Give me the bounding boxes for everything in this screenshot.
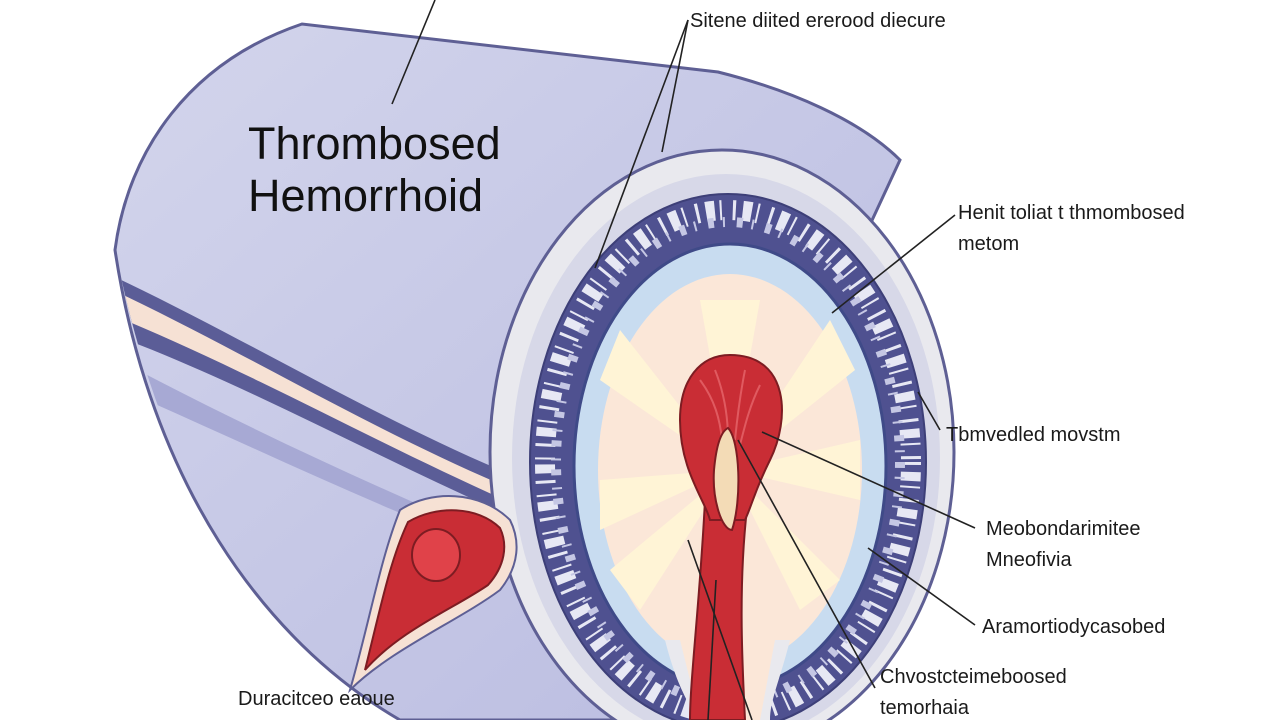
leader-title bbox=[391, 0, 436, 105]
muscle-pattern-2 bbox=[551, 217, 905, 707]
label-right-lower: Meobondarimitee Mneofivia bbox=[986, 514, 1141, 576]
leader-top-center-2 bbox=[661, 19, 689, 153]
leader-top-center bbox=[594, 19, 689, 269]
label-right-top: Henit toliat t thmombosed metom bbox=[958, 198, 1185, 260]
leader-right-mid bbox=[917, 391, 941, 431]
leader-lines bbox=[391, 0, 976, 720]
label-right-lower-line-1: Meobondarimitee bbox=[986, 518, 1141, 540]
leader-bottom-center-2 bbox=[687, 539, 753, 720]
label-bottom-center-line-1: Chvostcteimeboosed bbox=[880, 666, 1067, 688]
label-right-mid: Tbmvedled movstm bbox=[946, 424, 1121, 446]
leader-bottom-center-3 bbox=[707, 579, 717, 720]
vessel-stalk bbox=[688, 499, 750, 720]
label-right-top-line-2: metom bbox=[958, 233, 1020, 255]
bulge-clot bbox=[411, 528, 461, 582]
label-right-lower-line-2: Mneofivia bbox=[986, 549, 1072, 571]
label-bottom-center: Chvostcteimeboosed temorhaia bbox=[880, 662, 1067, 724]
label-top-center: Sitene diited ererood diecure bbox=[690, 10, 946, 32]
thrombus-striations bbox=[699, 369, 761, 446]
clot-core bbox=[712, 426, 740, 532]
title-line-2: Hemorrhoid bbox=[248, 170, 484, 221]
label-bottom-left: Duracitceo eaoue bbox=[238, 688, 395, 710]
external-bulge bbox=[347, 495, 518, 694]
thrombosed-vessel bbox=[678, 353, 783, 720]
label-right-top-line-1: Henit toliat t thmombosed bbox=[958, 202, 1185, 224]
leader-bottom-center bbox=[737, 439, 876, 689]
leader-right-bottom bbox=[867, 547, 976, 626]
leader-right-top bbox=[831, 214, 956, 314]
leader-right-lower bbox=[761, 431, 976, 529]
label-bottom-center-line-2: temorhaia bbox=[880, 697, 969, 719]
diagram-title: Thrombosed Hemorrhoid bbox=[248, 118, 501, 222]
label-right-bottom: Aramortiodycasobed bbox=[982, 616, 1166, 638]
title-line-1: Thrombosed bbox=[248, 118, 501, 169]
